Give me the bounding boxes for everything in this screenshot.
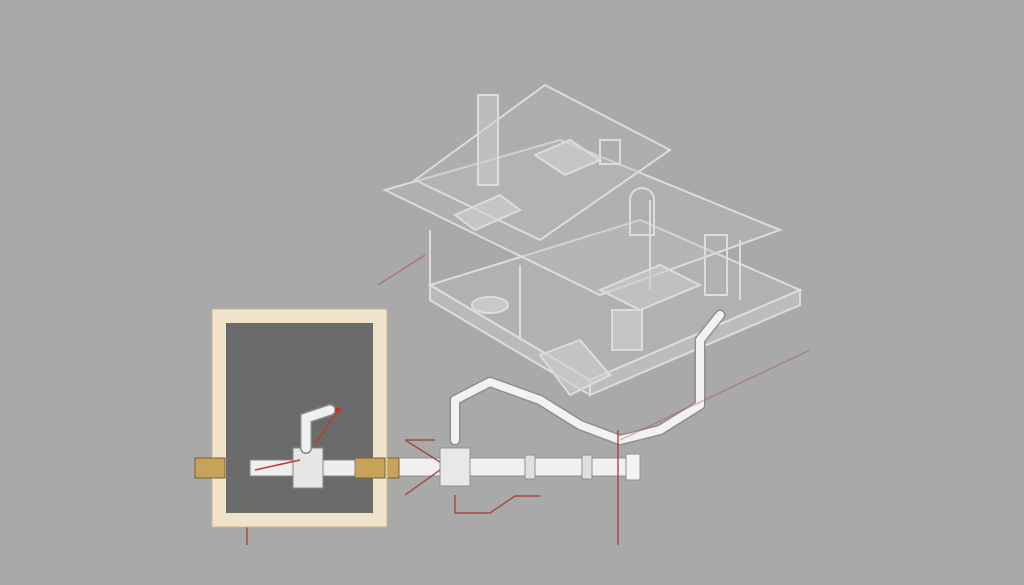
valve-annotation-lines xyxy=(254,409,339,471)
house-upper-floor xyxy=(382,138,783,297)
kitchen-counter xyxy=(597,263,703,312)
wall-clock xyxy=(599,139,621,165)
arched-window xyxy=(629,187,655,236)
house-model xyxy=(382,83,803,397)
tee-fitting xyxy=(439,447,471,487)
annotation-arrow xyxy=(404,469,441,496)
pipe-end-cap xyxy=(625,453,641,481)
supply-pipe xyxy=(451,311,724,444)
bed-furniture xyxy=(453,193,522,232)
annotation-dot xyxy=(335,407,341,413)
valve-box xyxy=(194,308,388,528)
valve-elbow xyxy=(301,405,335,453)
annotation-leader xyxy=(454,495,540,514)
pipe-coupling xyxy=(581,454,593,480)
cabinet xyxy=(704,234,728,296)
brass-outlet-fitting xyxy=(354,457,386,479)
pipe-coupling xyxy=(524,454,536,480)
toilet-fixture xyxy=(471,296,509,314)
stove-appliance xyxy=(611,309,643,351)
annotation-dimension xyxy=(619,349,811,441)
annotation-arrow xyxy=(404,439,441,463)
chimney xyxy=(477,94,499,186)
stairs xyxy=(538,338,612,397)
pipe-network xyxy=(384,309,726,487)
main-pipe xyxy=(394,457,641,477)
brass-inlet-fitting xyxy=(194,457,226,479)
annotation-dimension xyxy=(377,254,426,286)
shutoff-valve xyxy=(292,447,324,489)
